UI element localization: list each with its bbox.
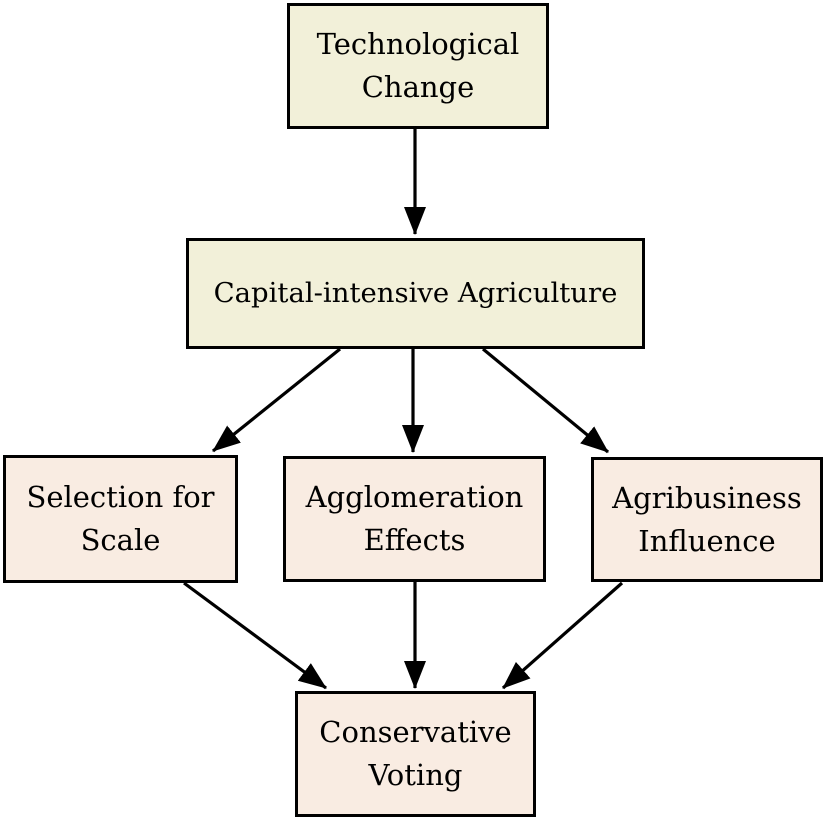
node-conservative-voting: Conservative Voting — [295, 691, 536, 817]
node-agribusiness-influence: Agribusiness Influence — [591, 457, 823, 582]
edge-selection-to-conservative-arrow — [183, 581, 327, 690]
edge-agribusiness-to-conservative-arrow — [501, 581, 624, 690]
node-label: Capital-intensive Agriculture — [213, 277, 618, 310]
node-label: Technological Change — [316, 27, 520, 104]
node-capital-intensive-agriculture: Capital-intensive Agriculture — [186, 238, 645, 349]
node-label: Conservative Voting — [319, 715, 512, 792]
node-selection-for-scale: Selection for Scale — [3, 455, 238, 583]
node-label: Selection for Scale — [26, 480, 215, 557]
edge-capital-to-agribusiness-arrow — [481, 347, 610, 454]
node-label: Agribusiness Influence — [612, 480, 802, 558]
edge-capital-to-selection-arrow — [211, 347, 342, 453]
node-label: Agglomeration Effects — [305, 480, 524, 557]
node-agglomeration-effects: Agglomeration Effects — [283, 456, 546, 582]
node-technological-change: Technological Change — [287, 3, 549, 129]
